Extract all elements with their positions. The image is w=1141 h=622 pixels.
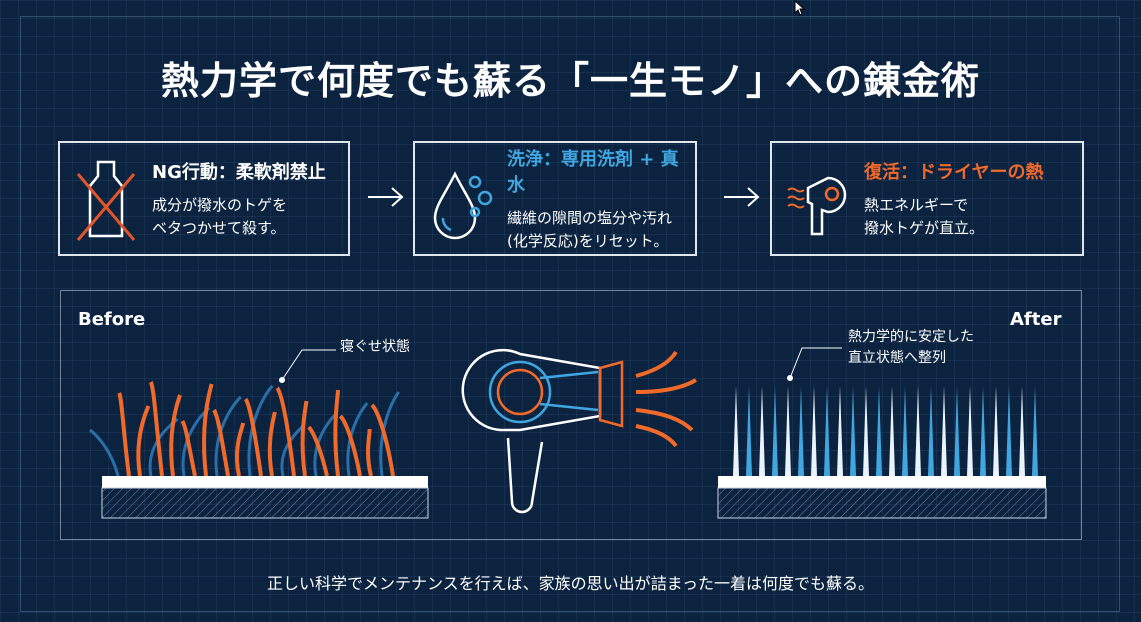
water-drop-icon	[433, 170, 493, 239]
upright-fiber	[993, 386, 999, 476]
upright-fiber	[1032, 386, 1038, 476]
tangled-fiber	[300, 400, 309, 477]
step-heading: 復活：ドライヤーの熱	[864, 161, 1044, 183]
tangled-fiber	[370, 403, 395, 477]
step-text-1: 成分が撥水のトゲを	[152, 195, 288, 214]
upright-fiber	[980, 386, 986, 476]
step-wash-card: 洗浄：専用洗剤 + 真水 繊維の隙間の塩分や汚れ (化学反応)をリセット。	[413, 141, 697, 256]
tangled-fiber	[313, 412, 337, 477]
upright-fiber	[941, 386, 947, 476]
upright-fiber	[876, 386, 882, 476]
upright-fibers	[733, 386, 1038, 476]
upright-fiber	[811, 386, 817, 476]
page-title: 熱力学で何度でも蘇る「一生モノ」への錬金術	[160, 59, 980, 103]
step-text-2: (化学反応)をリセット。	[507, 231, 669, 250]
arrow-right-icon	[724, 187, 760, 207]
callout-dot	[787, 375, 793, 381]
tangled-fibers	[89, 381, 401, 477]
step-ng-card: NG行動：柔軟剤禁止 成分が撥水のトゲを ベタつかせて殺す。	[58, 141, 350, 256]
tangled-fiber	[202, 383, 214, 477]
before-note: 寝ぐせ状態	[340, 339, 410, 355]
tangled-fiber	[333, 389, 340, 477]
upright-fiber	[967, 386, 973, 476]
after-label: After	[1010, 309, 1062, 330]
upright-fiber	[954, 386, 960, 476]
hair-dryer-icon	[787, 176, 847, 235]
outer-frame	[20, 16, 1120, 612]
tangled-fiber	[247, 384, 274, 477]
before-label: Before	[78, 309, 146, 330]
upright-fiber	[746, 386, 752, 476]
step-heading: 洗浄：専用洗剤 + 真水	[507, 148, 679, 196]
after-note-1: 熱力学的に安定した	[848, 329, 974, 345]
upright-fiber	[902, 386, 908, 476]
upright-fiber	[1019, 386, 1025, 476]
tangled-fiber	[117, 392, 131, 477]
before-fabric	[89, 381, 429, 519]
step-text-2: ベタつかせて殺す。	[152, 218, 286, 237]
upright-fiber	[915, 386, 921, 476]
upright-fiber	[889, 386, 895, 476]
upright-fiber	[798, 386, 804, 476]
upright-fiber	[1006, 386, 1012, 476]
step-text-1: 繊維の隙間の塩分や汚れ	[507, 208, 673, 227]
before-callout-line	[281, 349, 336, 381]
upright-fiber	[772, 386, 778, 476]
upright-fiber	[928, 386, 934, 476]
tangled-fiber	[267, 411, 277, 477]
step-text-1: 熱エネルギーで	[864, 195, 969, 214]
upright-fiber	[863, 386, 869, 476]
upright-fiber	[850, 386, 856, 476]
tangled-fiber	[234, 422, 246, 477]
upright-fiber	[759, 386, 765, 476]
tangled-fiber	[136, 405, 151, 477]
callout-dot	[279, 377, 285, 383]
upright-fiber	[824, 386, 830, 476]
tangled-fiber	[338, 414, 362, 477]
after-callout-line	[789, 347, 842, 379]
tangled-fiber	[148, 381, 164, 477]
upright-fiber	[837, 386, 843, 476]
before-after-panel	[60, 290, 1082, 540]
tangled-fiber	[307, 425, 329, 477]
tangled-fiber	[214, 395, 242, 477]
tangled-fiber	[243, 397, 263, 477]
step-revive-card: 復活：ドライヤーの熱 熱エネルギーで 撥水トゲが直立。	[770, 141, 1084, 256]
tangled-fiber	[379, 391, 401, 477]
tangled-fiber	[89, 428, 120, 477]
tangled-fiber	[346, 402, 369, 477]
upright-fiber	[733, 386, 739, 476]
tangled-fiber	[275, 386, 296, 477]
step-text-2: 撥水トゲが直立。	[864, 218, 985, 237]
mouse-cursor-icon	[794, 0, 806, 16]
tangled-fiber	[366, 428, 373, 477]
after-fabric	[717, 386, 1047, 519]
arrow-right-icon	[368, 187, 404, 207]
crossed-bottle-icon	[76, 160, 136, 241]
footer-message: 正しい科学でメンテナンスを行えば、家族の思い出が詰まった一着は何度でも蘇る。	[266, 574, 875, 593]
tangled-fiber	[212, 408, 230, 477]
step-heading: NG行動：柔軟剤禁止	[152, 161, 326, 183]
tangled-fiber	[180, 419, 197, 477]
after-note-2: 直立状態へ整列	[848, 350, 946, 366]
upright-fiber	[785, 386, 791, 476]
hair-dryer-icon	[461, 348, 698, 514]
tangled-fiber	[169, 394, 182, 477]
